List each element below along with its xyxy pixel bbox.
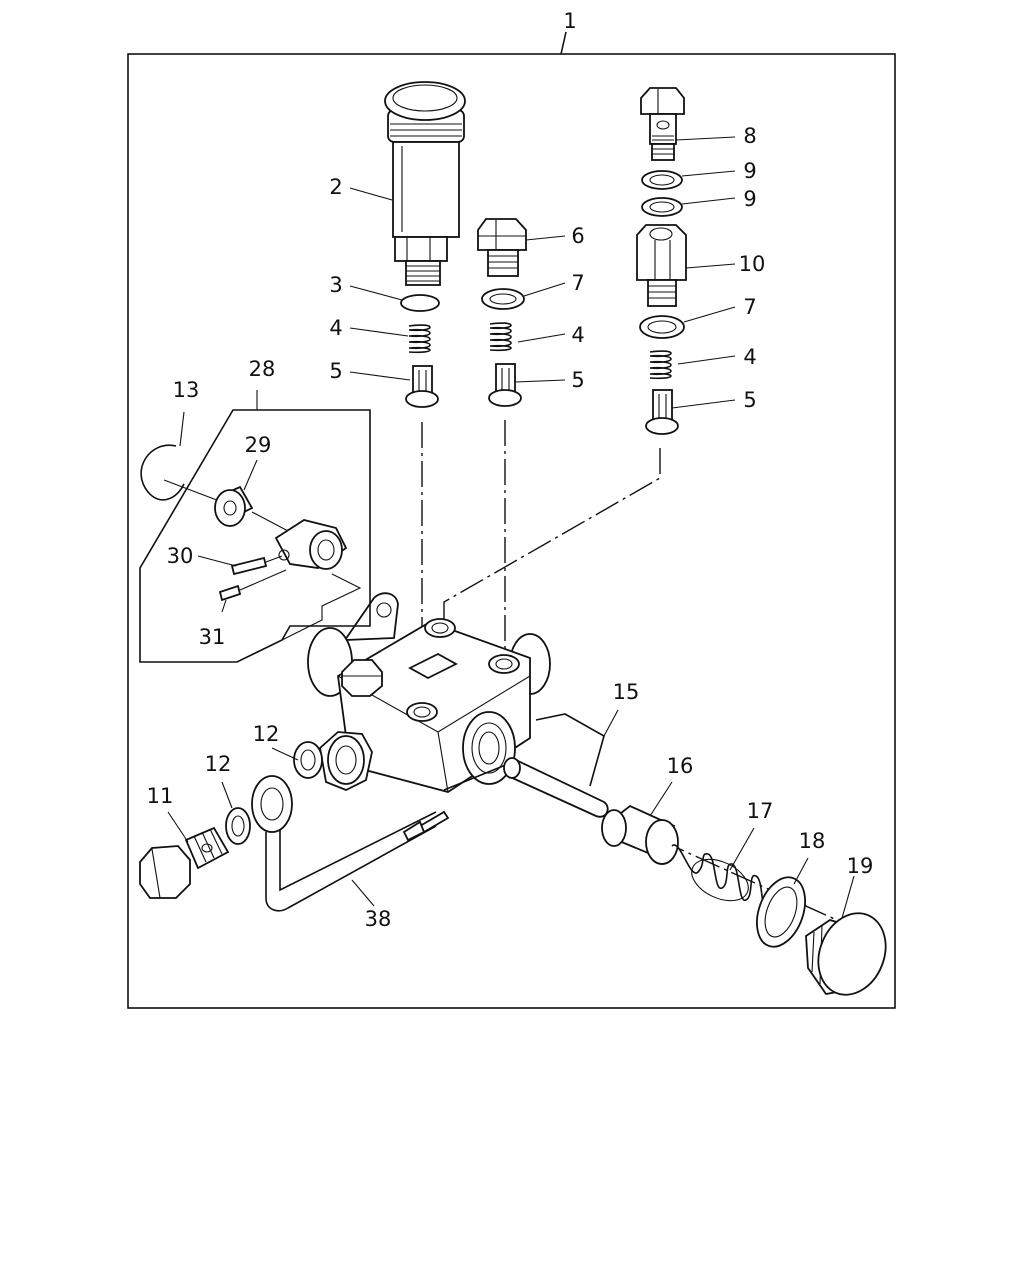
part-4-spring-right bbox=[649, 350, 672, 380]
label-part-16: 16 bbox=[667, 754, 694, 778]
label-part-12: 12 bbox=[253, 722, 280, 746]
part-15-piston bbox=[503, 757, 609, 818]
label-part-1: 1 bbox=[563, 9, 576, 33]
label-part-31: 31 bbox=[199, 625, 226, 649]
label-part-6: 6 bbox=[571, 224, 584, 248]
assembly-frame bbox=[127, 53, 896, 1009]
label-part-17: 17 bbox=[747, 799, 774, 823]
label-part-8: 8 bbox=[743, 124, 756, 148]
label-part-5: 5 bbox=[571, 368, 584, 392]
part-number-labels: 1 2 3 4 5 6 7 4 5 8 9 9 10 7 4 5 13 28 2… bbox=[147, 9, 874, 931]
part-17-spring bbox=[671, 844, 775, 911]
part-16-sleeve bbox=[601, 804, 679, 865]
part-4-spring-middle bbox=[489, 322, 512, 352]
label-part-12: 12 bbox=[205, 752, 232, 776]
label-part-9: 9 bbox=[743, 159, 756, 183]
part-11-banjo-bolt bbox=[139, 826, 230, 899]
label-part-4: 4 bbox=[329, 316, 342, 340]
label-part-7: 7 bbox=[743, 295, 756, 319]
part-29-roller bbox=[214, 485, 254, 527]
part-38-pipe-assembly bbox=[251, 775, 450, 912]
label-part-3: 3 bbox=[329, 273, 342, 297]
part-8-banjo-bolt bbox=[640, 87, 685, 161]
label-part-38: 38 bbox=[365, 907, 392, 931]
part-12-washer-right bbox=[293, 741, 323, 779]
part-18-gasket bbox=[756, 876, 806, 948]
label-part-28: 28 bbox=[249, 357, 276, 381]
label-part-30: 30 bbox=[167, 544, 194, 568]
pump-body bbox=[307, 592, 551, 793]
part-6-plug bbox=[477, 218, 527, 277]
label-part-11: 11 bbox=[147, 784, 174, 808]
part-7-gasket-middle bbox=[481, 288, 525, 310]
detail-callout-28 bbox=[139, 409, 371, 663]
label-part-4: 4 bbox=[743, 345, 756, 369]
leader-lines bbox=[167, 136, 855, 919]
part-5-valve-right bbox=[645, 389, 679, 435]
part-9-washer-lower bbox=[641, 197, 683, 217]
label-part-18: 18 bbox=[799, 829, 826, 853]
label-part-19: 19 bbox=[847, 854, 874, 878]
part-28-tappet bbox=[274, 519, 348, 570]
part-10-valve-holder bbox=[636, 224, 687, 307]
part-5-valve-left bbox=[405, 365, 439, 408]
part-12-washer-left bbox=[225, 807, 251, 845]
label-part-5: 5 bbox=[743, 388, 756, 412]
part-9-washer-upper bbox=[641, 170, 683, 190]
label-part-10: 10 bbox=[739, 252, 766, 276]
label-part-15: 15 bbox=[613, 680, 640, 704]
part-5-valve-middle bbox=[488, 363, 522, 407]
part-2-priming-pump bbox=[384, 81, 466, 286]
label-part-7: 7 bbox=[571, 271, 584, 295]
label-part-4: 4 bbox=[571, 323, 584, 347]
label-part-2: 2 bbox=[329, 175, 342, 199]
part-4-spring-left bbox=[408, 324, 431, 354]
label-part-9: 9 bbox=[743, 187, 756, 211]
part-19-end-plug bbox=[805, 912, 887, 996]
part-30-pin bbox=[230, 555, 283, 576]
label-part-13: 13 bbox=[173, 378, 200, 402]
label-part-5: 5 bbox=[329, 359, 342, 383]
part-7-gasket-right bbox=[639, 315, 685, 339]
part-13-snap-ring bbox=[140, 444, 185, 501]
part-3-o-ring bbox=[400, 294, 440, 312]
label-part-29: 29 bbox=[245, 433, 272, 457]
part-31-pin bbox=[218, 569, 287, 602]
